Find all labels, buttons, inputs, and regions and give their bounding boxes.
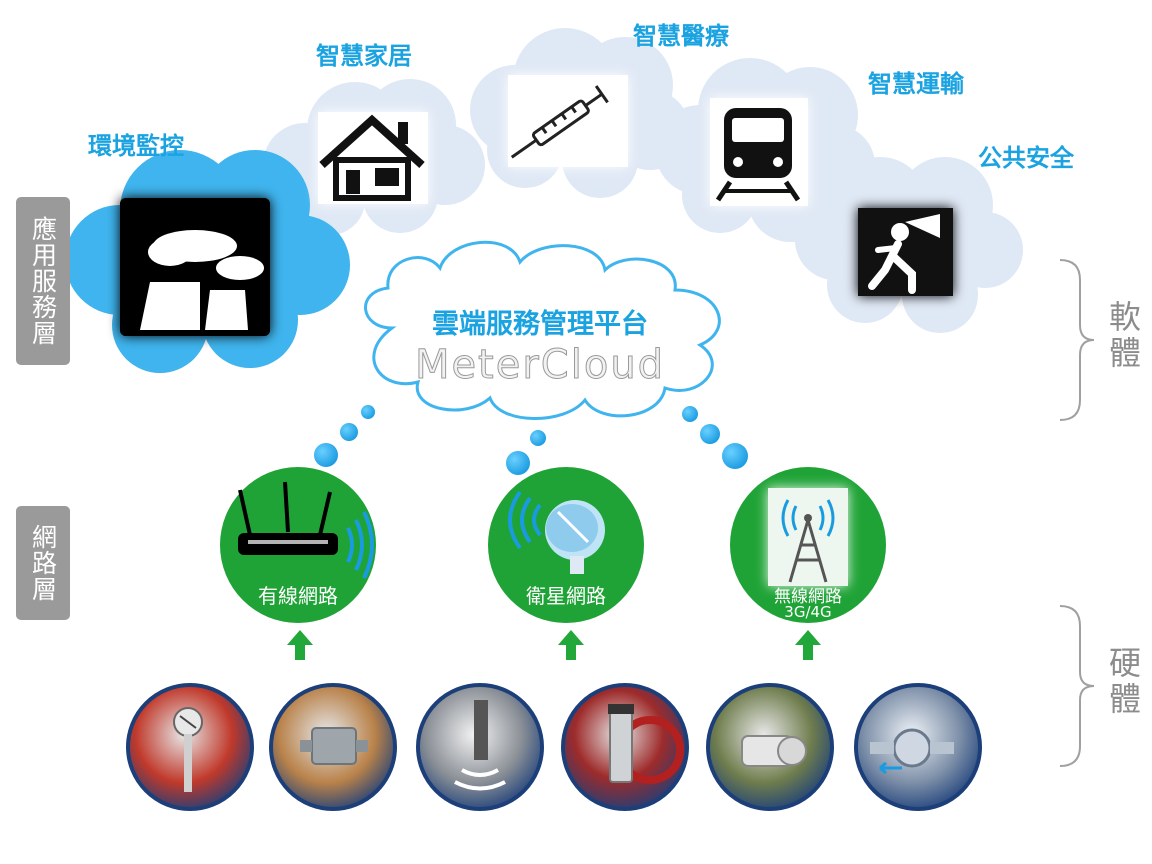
- label-wireless-sub: 3G/4G: [784, 603, 832, 621]
- pressure-transmitter-icon: [608, 704, 684, 784]
- level-sensor-icon: [454, 700, 506, 791]
- hardware-label: 硬體: [1104, 646, 1142, 718]
- platform-brand: MeterCloud: [414, 342, 666, 389]
- house-icon: [318, 112, 428, 204]
- connection-dots: [314, 405, 748, 475]
- factory-smoke-icon: [120, 198, 270, 336]
- label-smart-transport: 智慧運輸: [868, 70, 964, 98]
- software-label: 軟體: [1104, 300, 1142, 372]
- satellite-dish-icon: [508, 490, 605, 574]
- device-temperature-probe: [126, 683, 254, 811]
- temperature-probe-icon: [173, 707, 203, 792]
- syringe-icon: [508, 75, 628, 167]
- label-smart-home: 智慧家居: [316, 42, 412, 70]
- application-layer-label: 應用服務層: [16, 197, 70, 365]
- up-arrows: [287, 630, 821, 660]
- flow-meter-icon: [741, 735, 807, 767]
- emergency-exit-icon: [858, 208, 953, 296]
- cell-tower-icon: [768, 488, 848, 586]
- label-satellite-network: 衛星網路: [526, 584, 606, 608]
- label-wired-network: 有線網路: [258, 584, 338, 608]
- train-icon: [710, 98, 808, 206]
- software-bracket: [1059, 259, 1095, 421]
- device-water-meter: [854, 683, 982, 811]
- router-icon: [238, 481, 374, 579]
- label-wireless-network: 無線網路: [774, 587, 842, 607]
- platform-title: 雲端服務管理平台: [432, 309, 648, 340]
- device-junction-box: [269, 683, 397, 811]
- junction-box-sensor-icon: [300, 727, 368, 765]
- network-layer-label: 網路層: [16, 506, 70, 620]
- device-pressure-transmitter: [561, 683, 689, 811]
- hardware-bracket: [1059, 605, 1095, 767]
- label-environment-monitoring: 環境監控: [88, 132, 184, 160]
- cloud-public-safety: [795, 157, 1023, 333]
- device-level-sensor: [416, 683, 544, 811]
- platform-cloud: [364, 240, 721, 420]
- water-meter-icon: [870, 728, 954, 775]
- label-smart-medical: 智慧醫療: [633, 22, 729, 50]
- label-public-safety: 公共安全: [978, 144, 1074, 172]
- device-flow-meter: [706, 683, 834, 811]
